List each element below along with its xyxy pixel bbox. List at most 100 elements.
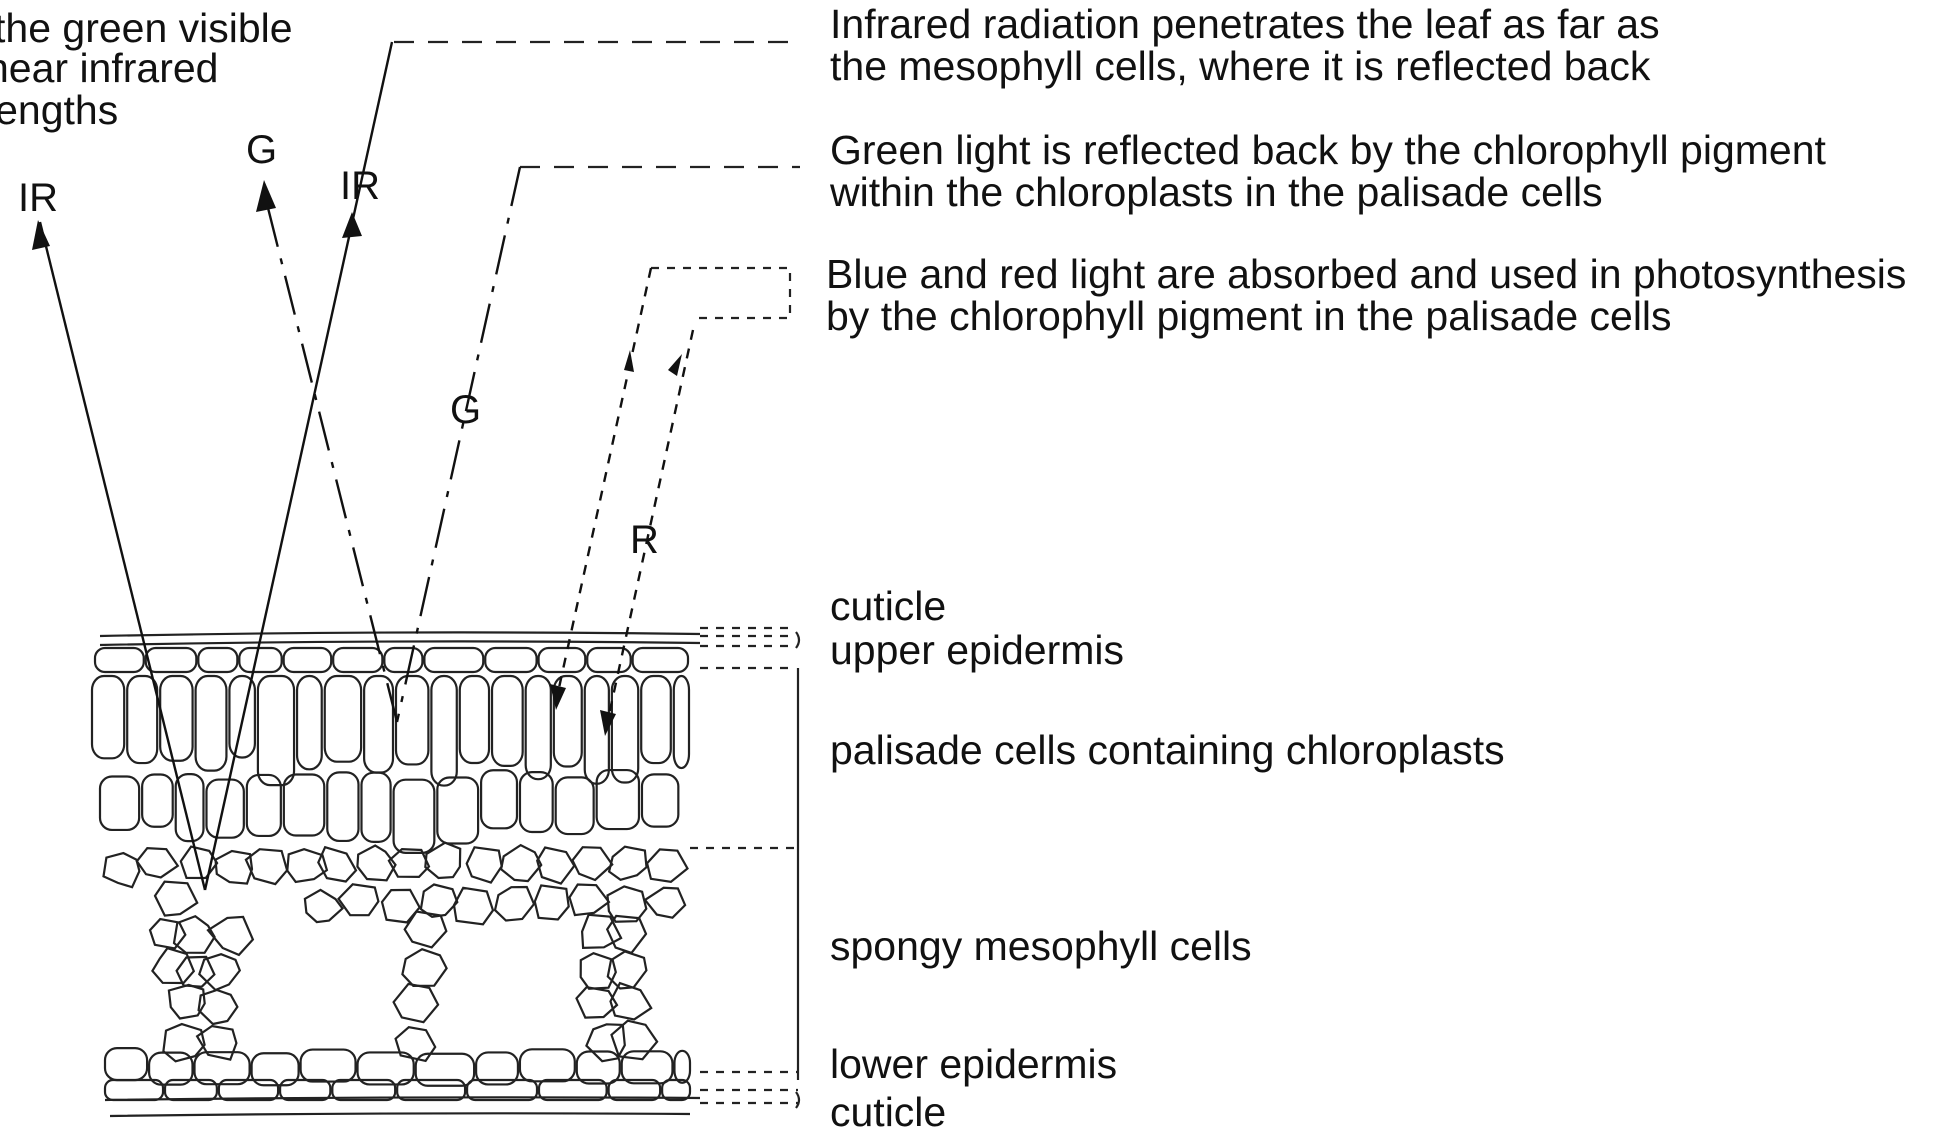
- palisade-cell: [641, 676, 671, 763]
- epidermis-cell: [424, 648, 483, 672]
- palisade-cell: [325, 676, 361, 762]
- ir-left-label: IR: [18, 178, 58, 218]
- palisade-cell: [258, 676, 294, 785]
- g-outgoing-arrowhead: [256, 180, 276, 212]
- r-incoming-label: R: [630, 520, 659, 560]
- infrared-annotation-line-2: the mesophyll cells, where it is reflect…: [830, 44, 1650, 88]
- palisade-cell: [100, 777, 139, 830]
- intro-line-3: lengths: [0, 88, 118, 132]
- g-incoming-label: G: [450, 390, 481, 430]
- palisade-cell: [196, 676, 227, 771]
- spongy-cell: [402, 949, 446, 986]
- spongy-cell: [535, 885, 569, 919]
- cuticle-bottom-label: cuticle: [830, 1090, 946, 1134]
- spongy-cell: [199, 990, 238, 1024]
- palisade-cell: [612, 676, 638, 783]
- palisade-cell: [361, 773, 390, 842]
- spongy-cell: [467, 847, 502, 882]
- palisade-label: palisade cells containing chloroplasts: [830, 728, 1505, 772]
- r-arrowhead-lower-1: [550, 684, 566, 710]
- palisade-cell: [520, 772, 553, 832]
- spongy-cell: [570, 885, 609, 916]
- epidermis-cell: [333, 648, 382, 672]
- red-blue-rays: [550, 268, 693, 736]
- intro-line-1: the green visible: [0, 6, 293, 50]
- ir-incoming-arrowhead: [342, 212, 362, 238]
- green-annotation-line-1: Green light is reflected back by the chl…: [830, 128, 1826, 172]
- palisade-cell: [396, 676, 428, 764]
- epidermis-cell: [633, 648, 688, 672]
- upper-epidermis-cells: [95, 648, 688, 672]
- palisade-cell: [642, 774, 678, 826]
- spongy-cell: [137, 848, 178, 877]
- lower-epidermis-cell: [520, 1049, 575, 1081]
- palisade-cell: [284, 775, 324, 836]
- palisade-cell: [460, 676, 489, 763]
- epidermis-cell: [95, 648, 144, 672]
- spongy-cell: [425, 843, 460, 878]
- epidermis-cell: [146, 648, 197, 672]
- palisade-cell: [556, 777, 594, 834]
- palisade-cell: [597, 770, 639, 829]
- annotation-leaders: [394, 42, 800, 318]
- lower-epidermis-cell: [674, 1051, 690, 1083]
- green-annotation-line-2: within the chloroplasts in the palisade …: [830, 170, 1603, 214]
- lower-epidermis-cell: [301, 1050, 356, 1082]
- palisade-cell: [674, 676, 689, 768]
- spongy-cell: [421, 885, 457, 917]
- lower-epidermis-cell: [219, 1080, 278, 1100]
- r-arrowhead-upper-2: [668, 354, 682, 376]
- spongy-cell: [150, 919, 185, 948]
- spongy-cell: [155, 882, 197, 916]
- palisade-cell: [481, 770, 517, 828]
- palisade-cell: [127, 676, 157, 763]
- spongy-cell: [608, 952, 647, 989]
- spongy-cell: [318, 847, 356, 881]
- spongy-cell: [612, 1021, 658, 1059]
- spongy-cell: [495, 887, 534, 921]
- layer-bracket: [690, 628, 799, 1108]
- palisade-cell: [431, 676, 456, 786]
- epidermis-cell: [539, 648, 586, 672]
- r-arrowhead-upper-1: [624, 350, 634, 372]
- upper-cuticle-lines: [100, 632, 700, 645]
- epidermis-cell: [198, 648, 237, 672]
- palisade-cell: [206, 780, 243, 838]
- spongy-cell: [382, 890, 420, 923]
- intro-line-2: near infrared: [0, 46, 218, 90]
- epidermis-cell: [284, 648, 332, 672]
- cuticle-top-label: cuticle: [830, 584, 946, 628]
- epidermis-cell: [587, 648, 630, 672]
- spongy-cell: [305, 890, 343, 922]
- spongy-cell: [104, 853, 140, 887]
- palisade-cell: [327, 772, 358, 841]
- epidermis-cell: [485, 648, 536, 672]
- bluered-annotation-line-2: by the chlorophyll pigment in the palisa…: [826, 294, 1672, 338]
- lower-epidermis-label: lower epidermis: [830, 1042, 1117, 1086]
- spongy-cell: [396, 1027, 436, 1061]
- bluered-annotation-line-1: Blue and red light are absorbed and used…: [826, 252, 1906, 296]
- palisade-cell: [394, 780, 435, 853]
- palisade-cells: [92, 676, 689, 853]
- palisade-cell: [297, 676, 322, 769]
- spongy-cell: [573, 847, 613, 880]
- spongy-cell: [454, 888, 493, 925]
- palisade-cell: [526, 676, 551, 779]
- ir-incoming-label: IR: [340, 166, 380, 206]
- palisade-cell: [437, 777, 478, 843]
- spongy-cell: [339, 884, 379, 915]
- epidermis-cell: [239, 648, 281, 672]
- spongy-cell: [394, 984, 439, 1022]
- lower-epidermis-cell: [105, 1048, 147, 1080]
- palisade-cell: [142, 775, 173, 827]
- spongy-cell: [216, 851, 253, 884]
- palisade-cell: [160, 676, 192, 761]
- palisade-cell: [492, 676, 523, 766]
- lower-epidermis-cell: [622, 1051, 673, 1083]
- spongy-cell: [537, 848, 574, 884]
- upper-epidermis-label: upper epidermis: [830, 628, 1124, 672]
- infrared-ray: [32, 42, 392, 890]
- spongy-cell: [581, 953, 616, 989]
- lower-epidermis-cell: [165, 1080, 217, 1100]
- spongy-label: spongy mesophyll cells: [830, 924, 1252, 968]
